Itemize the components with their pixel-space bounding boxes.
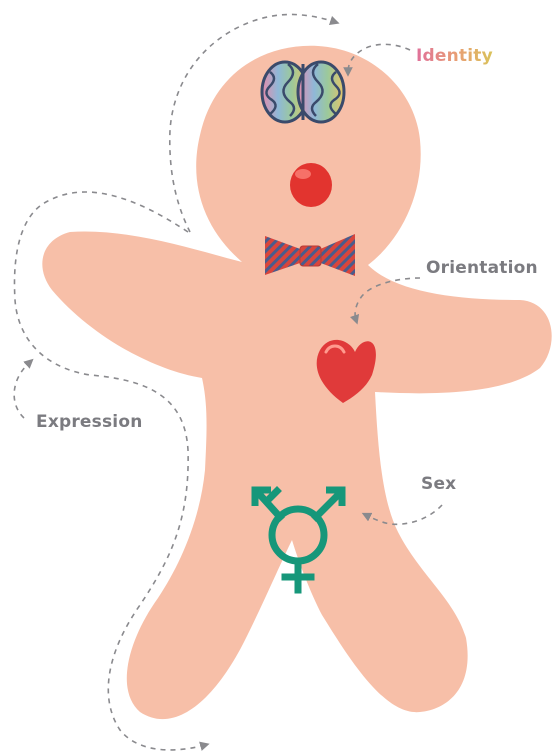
identity-label: Identity: [416, 46, 493, 66]
expression-short-arrow: [14, 362, 30, 418]
expression-label: Expression: [36, 412, 143, 432]
gingerbread-body: [42, 46, 551, 719]
orientation-label: Orientation: [426, 258, 538, 278]
mouth-icon: [290, 163, 332, 207]
brain-icon: [262, 62, 344, 122]
sex-label: Sex: [421, 474, 456, 494]
